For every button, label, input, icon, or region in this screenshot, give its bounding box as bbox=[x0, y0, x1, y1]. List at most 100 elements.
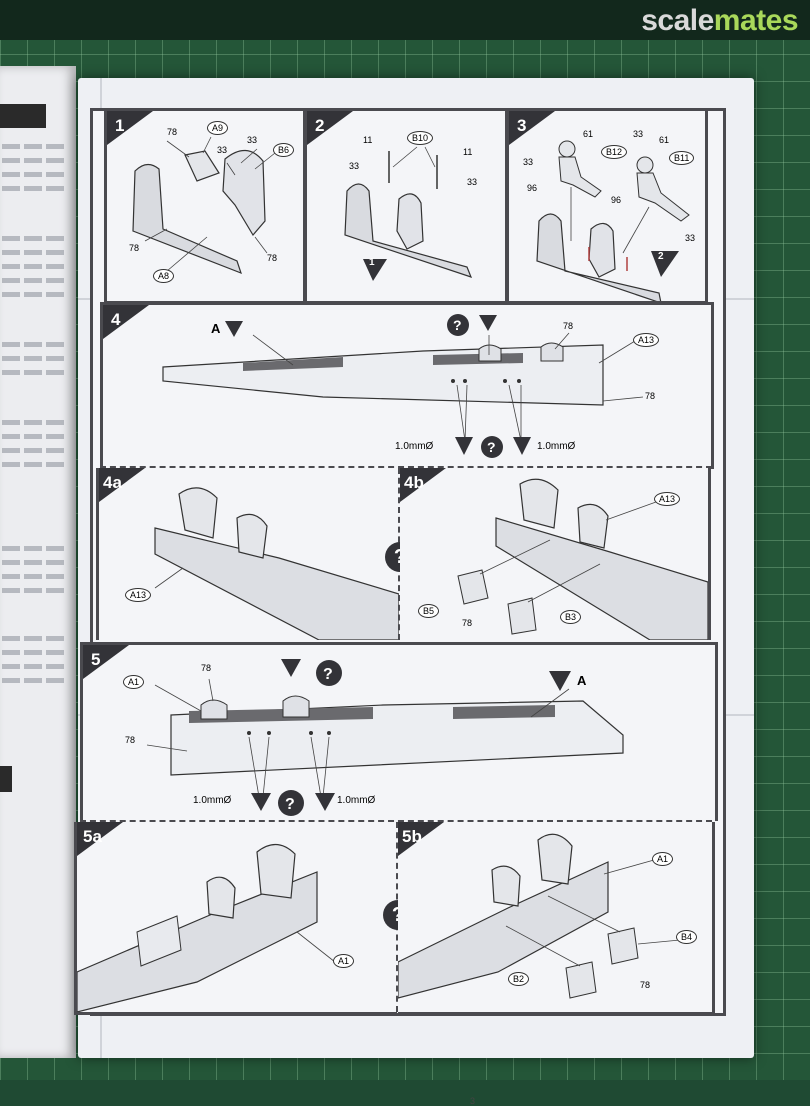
step-2-label-33b: 33 bbox=[467, 177, 478, 187]
step-4b-label-78: 78 bbox=[462, 618, 473, 628]
step-4-label-78b: 78 bbox=[645, 391, 656, 401]
left-page-text-line bbox=[2, 250, 66, 255]
svg-text:?: ? bbox=[487, 439, 496, 455]
left-page-text-line bbox=[2, 462, 66, 467]
step-5a-callout-a1: A1 bbox=[333, 954, 355, 968]
step-4b-panel: 4b A13 B5 78 B3 bbox=[400, 468, 711, 640]
step-4a-panel: 4a A13 bbox=[96, 468, 399, 640]
step-3-callout-b11: B11 bbox=[669, 151, 695, 165]
step-4a-callout-a13: A13 bbox=[125, 588, 152, 602]
left-page-text-line bbox=[2, 158, 66, 163]
step-3-label-61a: 61 bbox=[583, 129, 594, 139]
step-5b-panel: 5b A1 B4 B2 78 bbox=[398, 822, 715, 1015]
left-page-text-line bbox=[2, 560, 66, 565]
step-4-number: 4 bbox=[111, 310, 121, 329]
step-5a-drawing bbox=[77, 843, 336, 1012]
step-1-label-78a: 78 bbox=[167, 127, 178, 137]
paint-drop-icon bbox=[479, 315, 497, 331]
step-5-label-78b: 78 bbox=[125, 735, 136, 745]
question-icon bbox=[316, 660, 342, 686]
left-page-header-block bbox=[0, 104, 46, 128]
divider-4-4a bbox=[100, 466, 712, 468]
step-3-callout-b12: B12 bbox=[601, 145, 628, 159]
svg-text:?: ? bbox=[453, 317, 462, 333]
question-icon bbox=[481, 436, 503, 458]
step-5b-label-78: 78 bbox=[640, 980, 651, 990]
seat-floor-part bbox=[132, 163, 242, 275]
step-5b-number: 5b bbox=[402, 827, 422, 846]
step-1-callout-b6: B6 bbox=[273, 143, 295, 157]
step-1-label-78c: 78 bbox=[267, 253, 278, 263]
left-page-text-line bbox=[2, 356, 66, 361]
watermark-part1: scale bbox=[641, 4, 714, 37]
step-4-drill-right: 1.0mmØ bbox=[537, 441, 576, 452]
step-2-callout-b10: B10 bbox=[407, 131, 434, 145]
step-5-paint-ref: A bbox=[577, 673, 587, 688]
paint-drop-icon bbox=[225, 321, 243, 337]
step-4b-callout-b5: B5 bbox=[418, 604, 440, 618]
left-page-text-line bbox=[2, 236, 66, 241]
step-3-label-96a: 96 bbox=[527, 183, 538, 193]
left-page-text-line bbox=[2, 574, 66, 579]
drill-icon bbox=[513, 437, 531, 455]
step-3-label-61b: 61 bbox=[659, 135, 670, 145]
left-page-text-line bbox=[2, 664, 66, 669]
step-1-number: 1 bbox=[115, 116, 125, 135]
step-1-drawing bbox=[132, 136, 276, 275]
step-5a-number: 5a bbox=[83, 827, 102, 846]
step-2-number: 2 bbox=[315, 116, 325, 135]
left-page-text-line bbox=[2, 144, 66, 149]
step-2-label-11b: 11 bbox=[463, 147, 473, 157]
left-page-text-line bbox=[2, 342, 66, 347]
step-5b-callout-b2: B2 bbox=[508, 972, 530, 986]
question-icon bbox=[447, 314, 469, 336]
drill-icon bbox=[315, 793, 335, 811]
step-3-label-33c: 33 bbox=[685, 233, 696, 243]
step-5-panel: 5 ? ? A1 78 78 A 1.0mmØ 1.0mmØ bbox=[80, 642, 718, 821]
step-2-ref-step: 1 bbox=[369, 257, 375, 268]
step-3-ref-step: 2 bbox=[658, 251, 664, 262]
seat-part-b6 bbox=[222, 149, 266, 237]
step-4a-number: 4a bbox=[103, 473, 122, 492]
scalemates-watermark: scalemates bbox=[641, 4, 798, 38]
step-5-drill-left: 1.0mmØ bbox=[193, 795, 232, 806]
step-1-label-33b: 33 bbox=[217, 145, 228, 155]
question-icon bbox=[278, 790, 304, 816]
step-1-callout-a8: A8 bbox=[153, 269, 175, 283]
left-page-text-line bbox=[2, 292, 66, 297]
step-3-number: 3 bbox=[517, 116, 527, 135]
drill-icon bbox=[251, 793, 271, 811]
drill-icon bbox=[455, 437, 473, 455]
seat-part-a9 bbox=[184, 150, 220, 182]
step-3-panel: 3 61 33 B12 33 61 B11 96 96 33 2 bbox=[506, 108, 708, 304]
step-2-label-11a: 11 bbox=[363, 135, 373, 145]
watermark-part2: mates bbox=[713, 4, 799, 37]
step-5-number: 5 bbox=[91, 650, 101, 669]
left-page-text-line bbox=[2, 588, 66, 593]
left-page-text-line bbox=[2, 172, 66, 177]
step-4-drawing: ? ? bbox=[162, 314, 644, 458]
step-2-drawing bbox=[344, 146, 473, 281]
step-4-drill-left: 1.0mmØ bbox=[395, 441, 434, 452]
left-page-text-line bbox=[2, 278, 66, 283]
step-5a-panel: 5a A1 bbox=[74, 822, 397, 1015]
step-3-label-96b: 96 bbox=[611, 195, 622, 205]
step-5-label-78a: 78 bbox=[201, 663, 212, 673]
left-page-text-line bbox=[2, 186, 66, 191]
step-5-drill-right: 1.0mmØ bbox=[337, 795, 376, 806]
divider-5-5a bbox=[80, 820, 712, 822]
step-5-drawing: ? ? bbox=[146, 659, 624, 816]
page-number: 3 bbox=[470, 1096, 476, 1106]
step-1-label-78b: 78 bbox=[129, 243, 140, 253]
step-4a-drawing bbox=[154, 487, 399, 640]
step-4b-drawing bbox=[457, 478, 708, 640]
step-3-label-33b: 33 bbox=[633, 129, 644, 139]
step-4b-callout-b3: B3 bbox=[560, 610, 582, 624]
step-2-label-33a: 33 bbox=[349, 161, 360, 171]
fuselage-half bbox=[162, 344, 604, 406]
step-1-panel: 1 78 A9 33 33 B6 78 78 A8 bbox=[104, 108, 306, 304]
left-page-text-line bbox=[2, 650, 66, 655]
step-4-label-78a: 78 bbox=[563, 321, 574, 331]
left-page-marker-block bbox=[0, 766, 12, 792]
left-page-text-line bbox=[2, 264, 66, 269]
